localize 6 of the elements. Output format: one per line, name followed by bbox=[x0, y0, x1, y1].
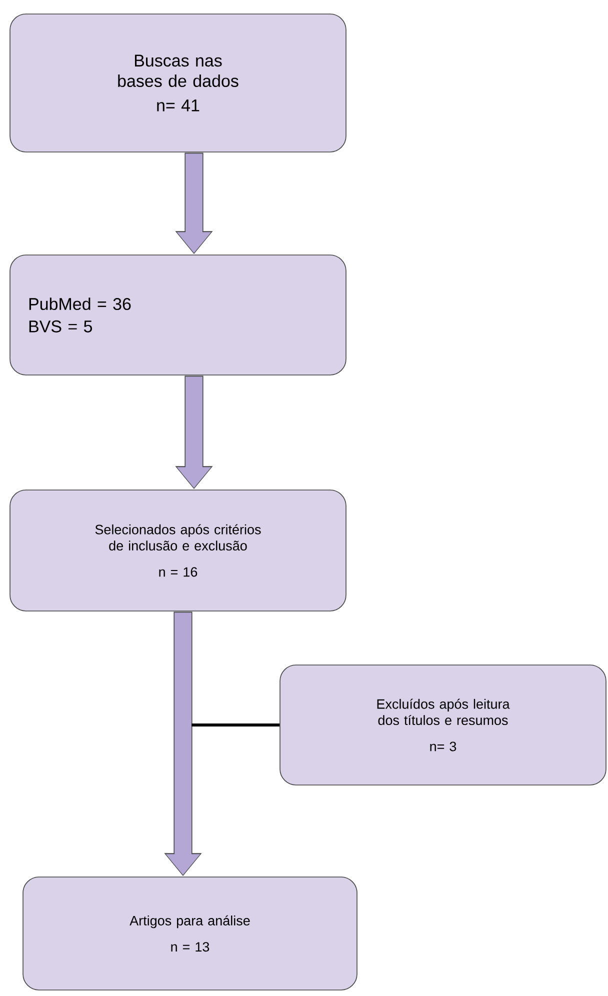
process-box: Selecionados após critérios de inclusão e exclusão n = 16 bbox=[10, 490, 346, 612]
connector-line bbox=[192, 724, 280, 726]
process-box: Artigos para análise n = 13 bbox=[22, 876, 358, 990]
process-box: Buscas nas bases de dados n= 41 bbox=[10, 14, 346, 152]
process-box: Excluídos após leitura dos títulos e resumos n= 3 bbox=[280, 664, 606, 786]
process-box: PubMed = 36 BVS = 5 bbox=[10, 254, 346, 376]
